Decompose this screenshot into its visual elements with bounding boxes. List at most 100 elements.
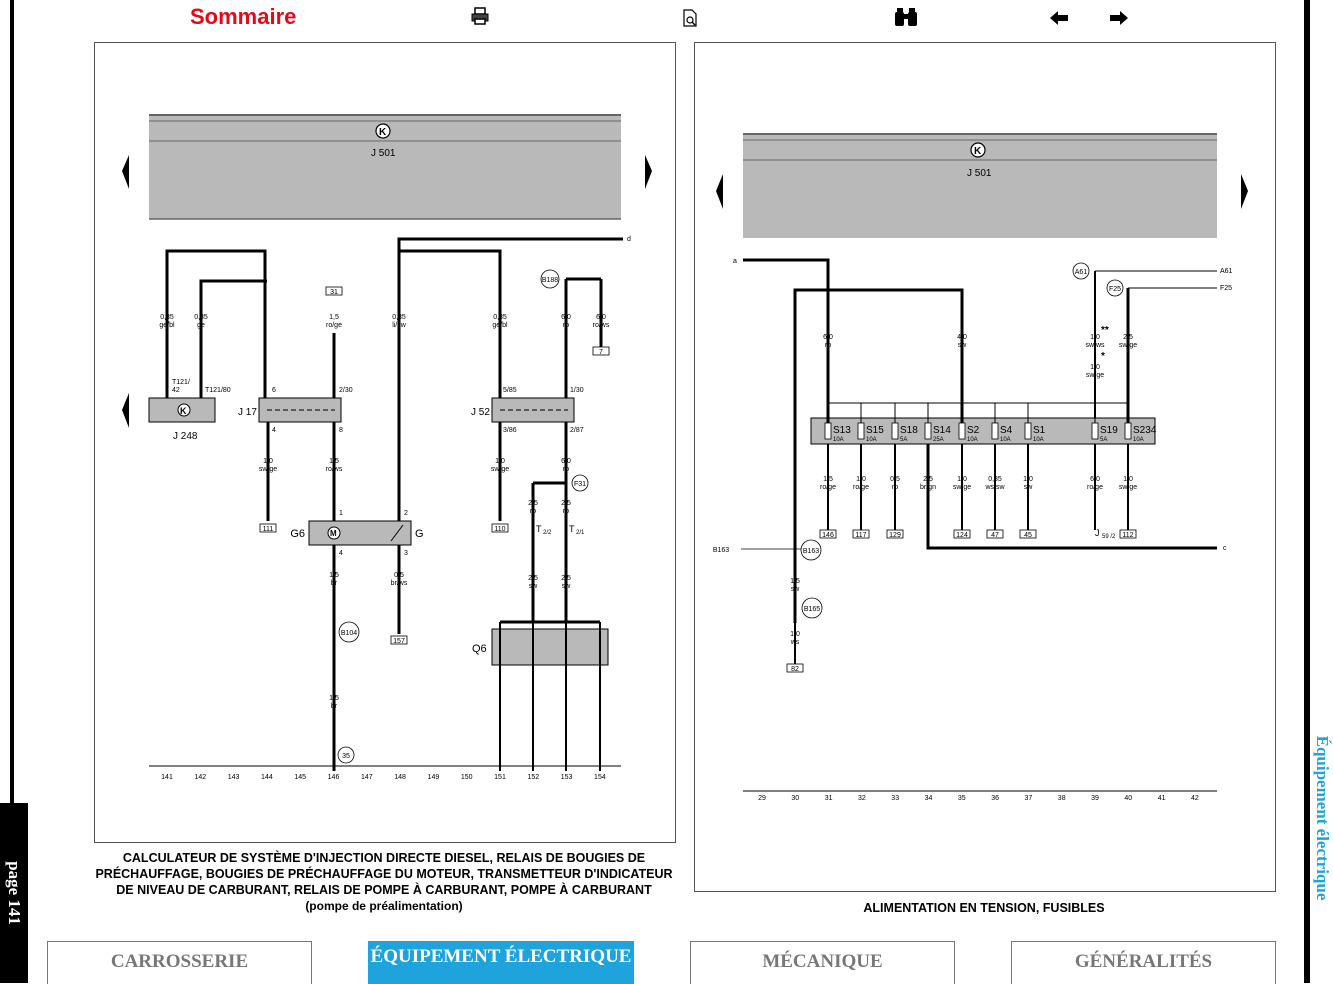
svg-text:B104: B104 [341, 630, 357, 637]
sensor-g-label: G [415, 528, 424, 540]
right-scale-tick: 31 [825, 795, 833, 802]
svg-text:5/85: 5/85 [503, 387, 517, 394]
svg-text:1,5: 1,5 [329, 314, 339, 321]
svg-text:1,0: 1,0 [1090, 334, 1100, 341]
right-scale-tick: 30 [791, 795, 799, 802]
ref-box: 45 [1024, 532, 1032, 539]
relay2-label: J 52 [471, 407, 490, 418]
svg-text:A61: A61 [1075, 269, 1088, 276]
nav-generalites[interactable]: GÉNÉRALITÉS [1011, 941, 1276, 984]
right-ecu-label: J 501 [967, 168, 992, 179]
wire-size: 6,0 [1090, 476, 1100, 483]
svg-text:4,0: 4,0 [957, 334, 967, 341]
svg-text:111: 111 [263, 526, 274, 533]
bottom-wires: 1,5ro/ge1461,0ro/ge1170,5ro1292,5br/gn1,… [819, 444, 1137, 539]
svg-text:K: K [180, 406, 187, 416]
right-scale-tick: 38 [1058, 795, 1066, 802]
svg-text:li/sw: li/sw [392, 322, 407, 329]
svg-text:10A: 10A [833, 437, 844, 443]
ref-box: 47 [991, 532, 999, 539]
find-doc-icon[interactable] [682, 8, 700, 33]
left-scale-tick: 142 [194, 774, 206, 781]
wire-size: 0,5 [890, 476, 900, 483]
left-ecu-label: J 501 [371, 148, 396, 159]
wire-color: ro/ge [853, 484, 869, 491]
left-scale-tick: 153 [561, 774, 573, 781]
left-scale-tick: 149 [428, 774, 440, 781]
left-scale-tick: 154 [594, 774, 606, 781]
wire-size: 1,0 [856, 476, 866, 483]
svg-text:F31: F31 [574, 481, 586, 488]
svg-text:K: K [974, 146, 982, 157]
nav-equipement-electrique[interactable]: ÉQUIPEMENT ÉLECTRIQUE [368, 941, 634, 984]
right-scale-tick: 37 [1025, 795, 1033, 802]
printer-icon[interactable] [470, 6, 490, 31]
arrow-left-icon[interactable] [1048, 8, 1070, 33]
arrow-right-icon[interactable] [1108, 8, 1130, 33]
svg-text:1,0: 1,0 [1090, 364, 1100, 371]
svg-text:31: 31 [330, 289, 338, 296]
left-scale-tick: 144 [261, 774, 273, 781]
left-caption-text: CALCULATEUR DE SYSTÈME D'INJECTION DIREC… [95, 851, 673, 897]
left-scale-tick: 150 [461, 774, 473, 781]
ref-box: 146 [822, 532, 834, 539]
wire-color: sw/ge [953, 484, 971, 491]
binoculars-icon[interactable] [893, 6, 919, 33]
svg-text:A61: A61 [1220, 268, 1233, 275]
svg-text:J: J [1095, 528, 1100, 538]
svg-text:T: T [569, 524, 575, 534]
svg-text:S13: S13 [833, 425, 851, 436]
module-j248-label: J 248 [173, 431, 198, 442]
nav-carrosserie[interactable]: CARROSSERIE [47, 941, 312, 984]
svg-text:sw/ge: sw/ge [1086, 372, 1104, 379]
svg-text:ge: ge [197, 322, 205, 329]
svg-text:**: ** [1101, 325, 1109, 336]
svg-text:4: 4 [272, 427, 276, 434]
svg-text:10A: 10A [1033, 437, 1044, 443]
svg-text:c: c [1223, 545, 1227, 552]
svg-text:2/1: 2/1 [576, 530, 585, 536]
svg-text:2/30: 2/30 [339, 387, 353, 394]
left-scale-tick: 151 [494, 774, 506, 781]
wire-color: ro/ge [820, 484, 836, 491]
svg-text:6: 6 [272, 387, 276, 394]
wire-size: 1,0 [1023, 476, 1033, 483]
page-number: page 141 [5, 861, 24, 925]
svg-text:0,35: 0,35 [194, 314, 208, 321]
svg-text:S1: S1 [1033, 425, 1046, 436]
svg-text:S14: S14 [933, 425, 951, 436]
svg-text:2: 2 [404, 510, 408, 517]
ref-box: 129 [889, 532, 901, 539]
right-scale-tick: 35 [958, 795, 966, 802]
svg-text:F25: F25 [1220, 285, 1232, 292]
svg-text:ge/bl: ge/bl [492, 322, 508, 329]
left-scale-tick: 146 [328, 774, 340, 781]
svg-text:ro: ro [825, 342, 831, 349]
left-caption: CALCULATEUR DE SYSTÈME D'INJECTION DIREC… [94, 850, 674, 914]
sommaire-link[interactable]: Sommaire [190, 4, 297, 29]
left-scale-tick: 141 [161, 774, 173, 781]
svg-text:B163: B163 [713, 547, 729, 554]
nav-mecanique[interactable]: MÉCANIQUE [690, 941, 955, 984]
right-scale-tick: 40 [1124, 795, 1132, 802]
svg-text:ge/bl: ge/bl [159, 322, 175, 329]
svg-text:0,35: 0,35 [493, 314, 507, 321]
svg-text:6,0: 6,0 [823, 334, 833, 341]
wire-size: 1,0 [1123, 476, 1133, 483]
svg-text:S234: S234 [1133, 425, 1157, 436]
right-scale-tick: 34 [925, 795, 933, 802]
svg-text:157: 157 [393, 638, 405, 645]
svg-text:M: M [330, 529, 337, 538]
left-scale-tick: 147 [361, 774, 373, 781]
right-caption: ALIMENTATION EN TENSION, FUSIBLES [863, 901, 1105, 915]
wire-color: ws/sw [984, 484, 1005, 491]
